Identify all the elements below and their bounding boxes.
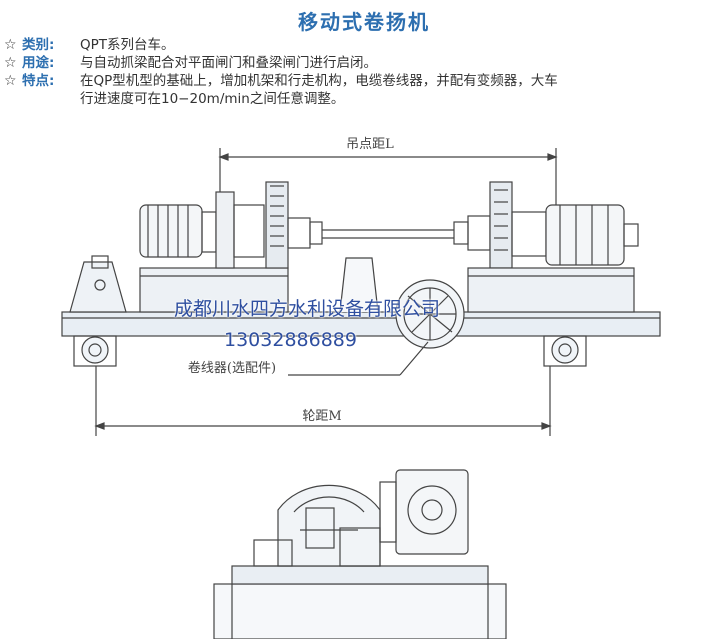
- page-title: 移动式卷扬机: [298, 10, 430, 34]
- star-icon: ☆: [4, 55, 17, 71]
- spec-use: ☆ 用途: 与自动抓梁配合对平面闸门和叠梁闸门进行启闭。: [4, 54, 724, 72]
- spec-type: ☆ 类别: QPT系列台车。: [4, 36, 724, 54]
- watermark-company: 成都川水四方水利设备有限公司: [174, 298, 441, 320]
- dim-label-m: 轮距M: [302, 409, 341, 424]
- spec-type-label: 类别:: [22, 37, 55, 53]
- spec-type-value: QPT系列台车。: [80, 37, 175, 53]
- spec-feature-value-1: 在QP型机型的基础上，增加机架和行走机构，电缆卷线器，并配有变频器，大车: [80, 73, 558, 89]
- star-icon: ☆: [4, 73, 17, 89]
- spec-feature: ☆ 特点: 在QP型机型的基础上，增加机架和行走机构，电缆卷线器，并配有变频器，…: [4, 72, 724, 90]
- reel-label: 卷线器(选配件): [188, 360, 276, 376]
- spec-use-label: 用途:: [22, 55, 55, 71]
- watermark-phone: 13032886889: [224, 329, 357, 351]
- spec-use-value: 与自动抓梁配合对平面闸门和叠梁闸门进行启闭。: [80, 55, 377, 71]
- spec-list: ☆ 类别: QPT系列台车。 ☆ 用途: 与自动抓梁配合对平面闸门和叠梁闸门进行…: [4, 36, 724, 108]
- spec-feature-cont: 行进速度可在10−20m/min之间任意调整。: [4, 90, 724, 108]
- dim-label-l: 吊点距L: [346, 137, 394, 152]
- spec-feature-label: 特点:: [22, 73, 55, 89]
- spec-feature-value-2: 行进速度可在10−20m/min之间任意调整。: [80, 91, 345, 107]
- star-icon: ☆: [4, 37, 17, 53]
